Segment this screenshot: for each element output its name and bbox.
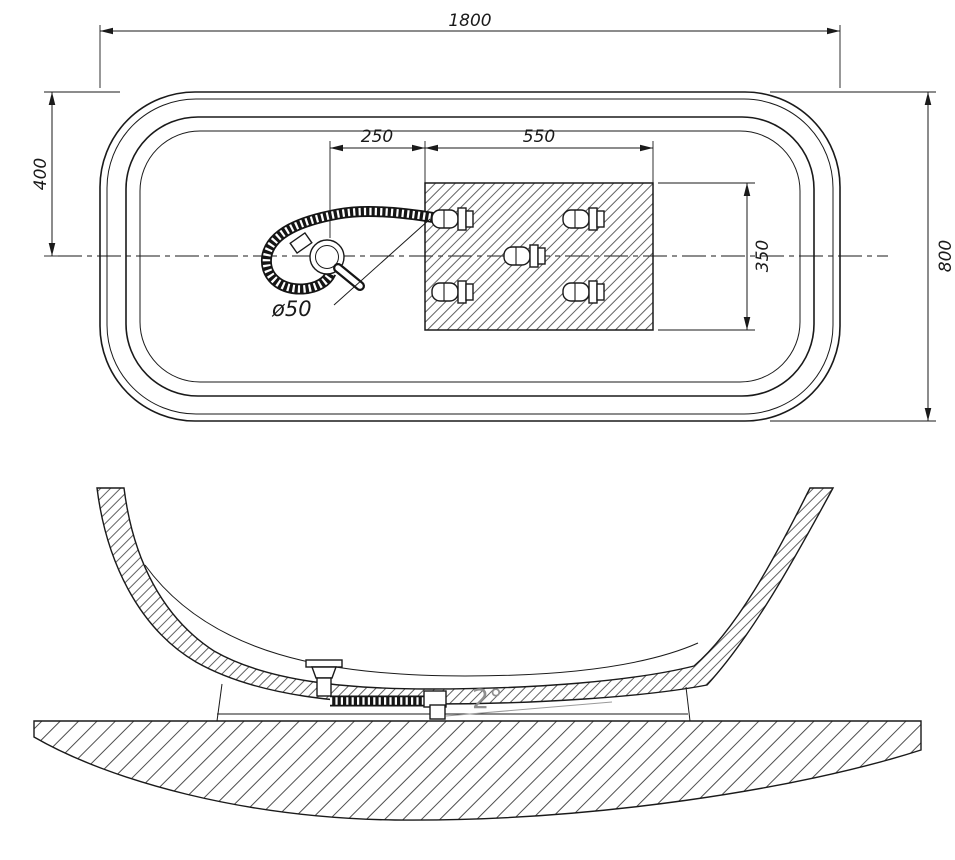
dim-800: 800 <box>770 91 955 422</box>
dim-800-label: 800 <box>936 240 955 272</box>
tub-plan-outline <box>99 91 841 422</box>
tub-inner-rim <box>125 116 815 397</box>
fitting-top-right <box>562 207 605 231</box>
dim-350: 350 <box>658 182 773 331</box>
drain-diameter-callout: ø50 <box>271 218 431 321</box>
fitting-bottom-right <box>562 280 605 304</box>
tub-rim-edge <box>106 98 834 415</box>
drain-body-side <box>311 666 337 679</box>
slope-reference-line <box>445 701 613 717</box>
drain-tailpiece <box>316 677 332 697</box>
plinth-right-edge <box>685 686 691 722</box>
dim-1800: 1800 <box>99 11 841 88</box>
fitting-center <box>503 244 546 268</box>
overflow-connector <box>289 231 313 255</box>
dim-550: 550 <box>425 127 654 183</box>
floor-slab-section <box>33 720 922 821</box>
fitting-top-left <box>431 207 474 231</box>
dim-550-label: 550 <box>523 127 555 147</box>
dim-400-label: 400 <box>31 158 51 190</box>
slope-angle-label: 2° <box>472 684 503 715</box>
drain-diameter-label: ø50 <box>271 297 312 321</box>
drain-opening <box>315 245 339 269</box>
fitting-bottom-left <box>431 280 474 304</box>
tub-outer-edge <box>99 91 841 422</box>
elbow-vertical <box>429 704 446 720</box>
dim-400: 400 <box>31 91 120 257</box>
drain-diameter-leader <box>333 218 431 306</box>
drain-lever <box>335 265 363 289</box>
tub-basin-edge <box>139 130 801 383</box>
dim-1800-label: 1800 <box>448 11 491 31</box>
basin-interior-surface <box>144 564 699 677</box>
drain-flange-side <box>305 659 343 668</box>
plinth-left-edge <box>216 683 223 722</box>
waste-pipe-assembly <box>305 659 447 720</box>
tub-shell-section <box>96 487 835 705</box>
dim-250-label: 250 <box>361 127 393 147</box>
dim-350-label: 350 <box>753 240 773 272</box>
slope-callout: 2° <box>445 684 613 717</box>
side-section-view: 2° <box>33 487 922 821</box>
dim-250: 250 <box>329 127 426 238</box>
top-view: 1800 800 400 250 550 <box>31 11 955 422</box>
flexible-drain-hose <box>260 206 437 295</box>
hose-corrugation <box>262 207 437 293</box>
drain-assembly <box>289 231 365 291</box>
